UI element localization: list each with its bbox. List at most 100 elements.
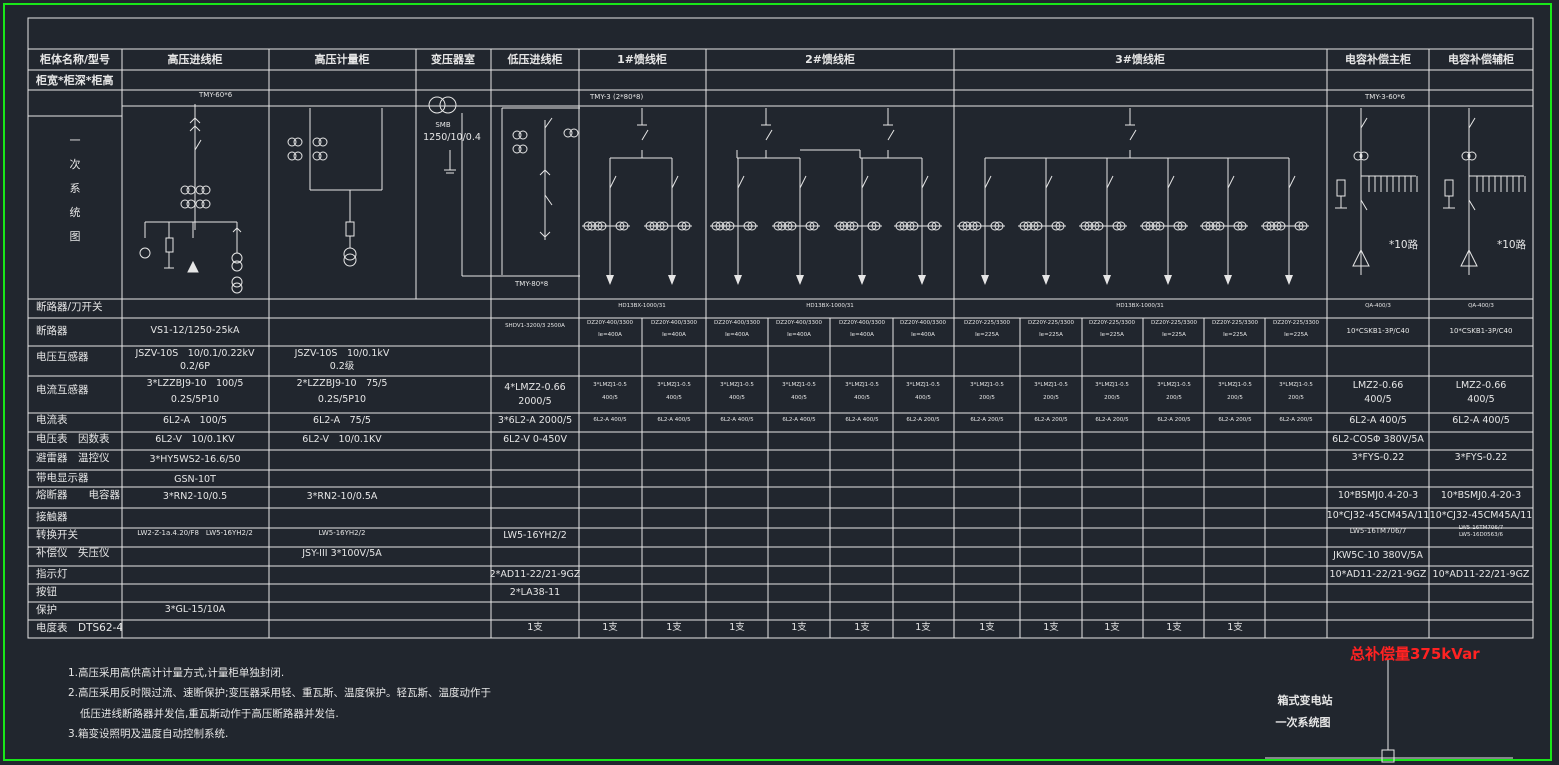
- row-label-button: 按钮: [36, 586, 57, 598]
- arrow-down: [1103, 275, 1111, 285]
- busbar-feeder-label: TMY-3 (2*80*8): [590, 93, 644, 101]
- fuse-hv: 3*RN2-10/0.5: [162, 491, 228, 502]
- br-feeder-ie: Ie=225A: [1039, 332, 1063, 338]
- am-feeder: 6L2-A 200/5: [1218, 417, 1252, 423]
- meter-lv: 1支: [527, 622, 543, 633]
- cap-branches-1: *10路: [1497, 239, 1527, 251]
- row-label-diagram: 系: [69, 182, 81, 195]
- bs-ca: QA-400/3: [1468, 303, 1494, 309]
- cable-head: [544, 231, 551, 238]
- vt-hv-2: 0.2/6P: [179, 361, 211, 372]
- br-feeder: DZ20Y-225/3300: [1150, 320, 1198, 326]
- pt-icon: [343, 253, 357, 267]
- ct-icon: [287, 137, 297, 147]
- cap-branches-0: *10路: [1389, 239, 1419, 251]
- am-feeder: 6L2-A 400/5: [782, 417, 816, 423]
- con-ca: 10*CJ32-45CM45A/11: [1429, 510, 1533, 521]
- note-1: 1.高压采用高供高计计量方式,计量柜单独封闭.: [68, 667, 285, 679]
- row-label-protect: 保护: [36, 604, 57, 616]
- arrow-down: [734, 275, 742, 285]
- br-feeder-ie: Ie=400A: [911, 332, 935, 338]
- br-feeder-ie: Ie=400A: [598, 332, 622, 338]
- ar-hv: 3*HY5WS2-16.6/50: [149, 454, 241, 465]
- meter-feeder: 1支: [1166, 622, 1182, 633]
- ct-icon: [293, 151, 303, 161]
- br-feeder-ie: Ie=400A: [725, 332, 749, 338]
- ct-feeder-ratio: 400/5: [666, 395, 682, 401]
- fuse-icon: [1444, 179, 1454, 197]
- br-hv: VS1-12/1250-25kA: [150, 325, 240, 336]
- ct-feeder-ratio: 400/5: [915, 395, 931, 401]
- cable-head: [539, 169, 546, 176]
- vt-met: JSZV-10S 10/0.1kV: [294, 348, 390, 359]
- lamp-ca: 10*AD11-22/21-9GZ: [1432, 569, 1530, 580]
- bs-f2: HD13BX-1000/31: [806, 303, 854, 309]
- breaker: [671, 175, 679, 189]
- breaker: [799, 175, 807, 189]
- ct-icon: [1359, 151, 1369, 161]
- bs-cm: QA-400/3: [1365, 303, 1391, 309]
- prot-hv: 3*GL-15/10A: [164, 604, 226, 615]
- ct-feeder: 3*LMZJ1-0.5: [906, 382, 940, 388]
- breaker: [861, 175, 869, 189]
- lamp-lv: 2*AD11-22/21-9GZ: [489, 569, 581, 580]
- br-feeder-ie: Ie=400A: [787, 332, 811, 338]
- br-feeder: DZ20Y-225/3300: [963, 320, 1011, 326]
- row-label-ct: 电流互感器: [36, 384, 89, 396]
- ct-icon: [518, 144, 528, 154]
- meter-feeder: 1支: [729, 622, 745, 633]
- transformer-coil: [439, 96, 457, 114]
- ct-icon: [563, 128, 573, 138]
- ct-feeder-ratio: 400/5: [791, 395, 807, 401]
- meter-feeder: 1支: [602, 622, 618, 633]
- ct-icon: [180, 185, 190, 195]
- note-4: 3.箱变设照明及温度自动控制系统.: [68, 728, 229, 740]
- breaker: [1288, 175, 1296, 189]
- row-label-breaker: 断路器: [36, 325, 68, 337]
- bs-f1: HD13BX-1000/31: [618, 303, 666, 309]
- br-feeder: DZ20Y-400/3300: [586, 320, 634, 326]
- col-header-8: 电容补偿主柜: [1345, 53, 1411, 66]
- ct-feeder-ratio: 400/5: [854, 395, 870, 401]
- am-met: 6L2-A 75/5: [313, 415, 371, 426]
- row-label-diagram: 次: [69, 158, 81, 171]
- ct-icon: [1353, 151, 1363, 161]
- ct-cm: LMZ2-0.66: [1352, 380, 1404, 391]
- ct-feeder: 3*LMZJ1-0.5: [720, 382, 754, 388]
- vm-hv: 6L2-V 10/0.1KV: [155, 434, 235, 445]
- ct-hv: 3*LZZBJ9-10 100/5: [146, 378, 244, 389]
- row-label-meter: 电度表 DTS62-4: [36, 622, 123, 634]
- fuse-icon: [165, 237, 174, 253]
- vt-hv: JSZV-10S 10/0.1/0.22kV: [135, 348, 255, 359]
- title-block-box: [1381, 749, 1395, 763]
- col-header-5: 1#馈线柜: [617, 53, 667, 66]
- total-compensation: 总补偿量375kVar: [1350, 645, 1480, 663]
- note-3: 低压进线断路器并发信,重瓦斯动作于高压断路器并发信.: [80, 708, 339, 720]
- note-2: 2.高压采用反时限过流、速断保护;变压器采用轻、重瓦斯、温度保护。轻瓦斯、温度动…: [68, 687, 492, 699]
- am-feeder: 6L2-A 200/5: [906, 417, 940, 423]
- br-feeder-ie: Ie=225A: [1223, 332, 1247, 338]
- am-feeder: 6L2-A 200/5: [1095, 417, 1129, 423]
- row-label-size: 柜宽*柜深*柜高: [36, 74, 114, 87]
- breaker: [737, 175, 745, 189]
- row-label-diagram: 一: [69, 134, 81, 147]
- br-feeder-ie: Ie=400A: [850, 332, 874, 338]
- bs-f3: HD13BX-1000/31: [1116, 303, 1164, 309]
- ct-feeder: 3*LMZJ1-0.5: [1279, 382, 1313, 388]
- breaker: [1106, 175, 1114, 189]
- ct-feeder-ratio: 400/5: [729, 395, 745, 401]
- ct-feeder: 3*LMZJ1-0.5: [970, 382, 1004, 388]
- ct-feeder-ratio: 200/5: [1227, 395, 1243, 401]
- br-feeder: DZ20Y-400/3300: [650, 320, 698, 326]
- arrow-down: [668, 275, 676, 285]
- col-header-7: 3#馈线柜: [1115, 53, 1165, 66]
- am-hv: 6L2-A 100/5: [163, 415, 227, 426]
- meter-feeder: 1支: [1227, 622, 1243, 633]
- tr-hv: LW2-Z-1a.4.20/F8 LW5-16YH2/2: [137, 529, 253, 537]
- ct-feeder-ratio: 400/5: [602, 395, 618, 401]
- breaker: [984, 175, 992, 189]
- ct-feeder: 3*LMZJ1-0.5: [657, 382, 691, 388]
- ct-met: 2*LZZBJ9-10 75/5: [296, 378, 388, 389]
- row-label-indicator: 带电显示器: [36, 472, 89, 484]
- comp-cm: JKW5C-10 380V/5A: [1333, 550, 1423, 561]
